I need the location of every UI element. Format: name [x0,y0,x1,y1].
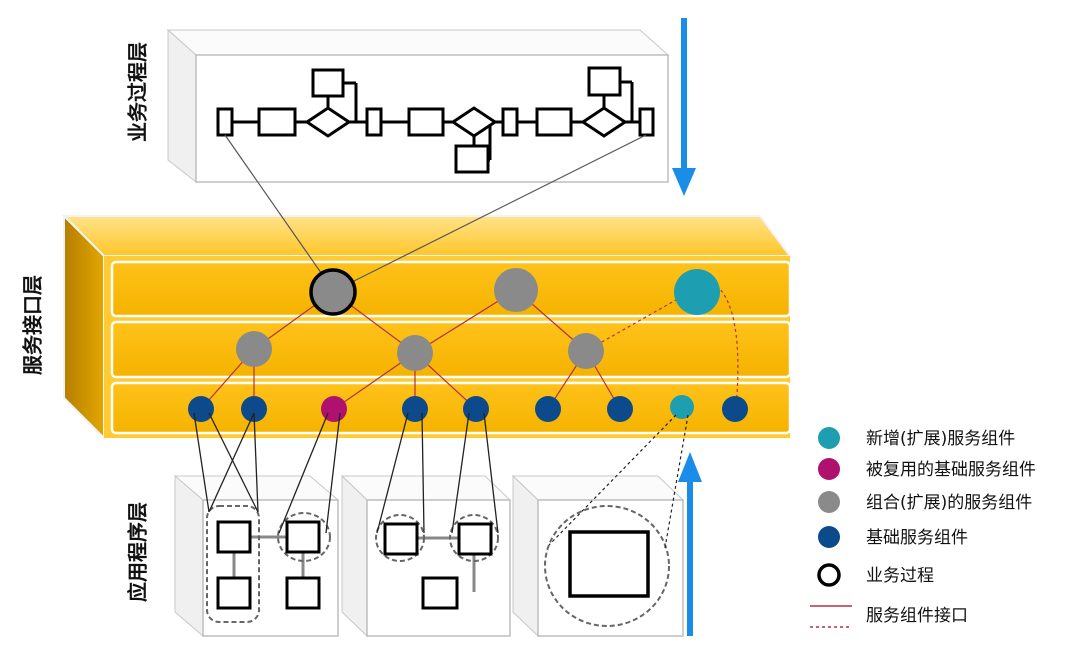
service-interface-layer-label: 服务接口层 [21,275,45,375]
legend-new-component: 新增(扩展)服务组件 [866,429,1015,449]
process-flowchart [216,66,655,174]
legend-reused-basic-swatch [818,458,840,480]
application-box-1 [173,474,340,638]
business-process-node [309,268,357,316]
legend-business-process: 业务过程 [866,566,934,586]
legend-basic-swatch [818,526,840,548]
up-arrow [678,452,702,636]
basic-node [607,396,633,422]
application-box-2 [340,474,512,638]
business-process-box [166,28,670,184]
interface-links-dashed [585,281,739,409]
down-arrow [672,18,696,196]
business-process-layer-label: 业务过程层 [126,42,150,142]
composite-node [494,268,538,312]
application-layer-label: 应用程序层 [126,502,150,602]
composite-node [397,335,433,371]
legend-basic: 基础服务组件 [866,528,968,548]
legend-interface: 服务组件接口 [866,606,968,626]
legend-composite: 组合(扩展)的服务组件 [866,493,1032,513]
legend-composite-swatch [818,491,840,513]
new-component-node [674,269,720,315]
basic-node [535,396,561,422]
new-component-node [670,395,694,419]
service-components [188,268,748,422]
basic-node [241,396,267,422]
application-links-dashed [548,414,689,549]
reused-basic-node [321,396,347,422]
composite-node [568,333,604,369]
basic-node [402,396,428,422]
legend-new-component-swatch [818,427,840,449]
legend-business-process-swatch [817,563,841,587]
basic-node [188,396,214,422]
basic-node [722,396,748,422]
application-components [206,505,670,627]
composite-node [236,331,272,367]
legend-reused-basic: 被复用的基础服务组件 [866,460,1036,480]
basic-node [463,396,489,422]
application-links [193,412,499,534]
legend: 新增(扩展)服务组件 被复用的基础服务组件 组合(扩展)的服务组件 基础服务组件… [810,427,1036,628]
process-links [224,134,647,291]
